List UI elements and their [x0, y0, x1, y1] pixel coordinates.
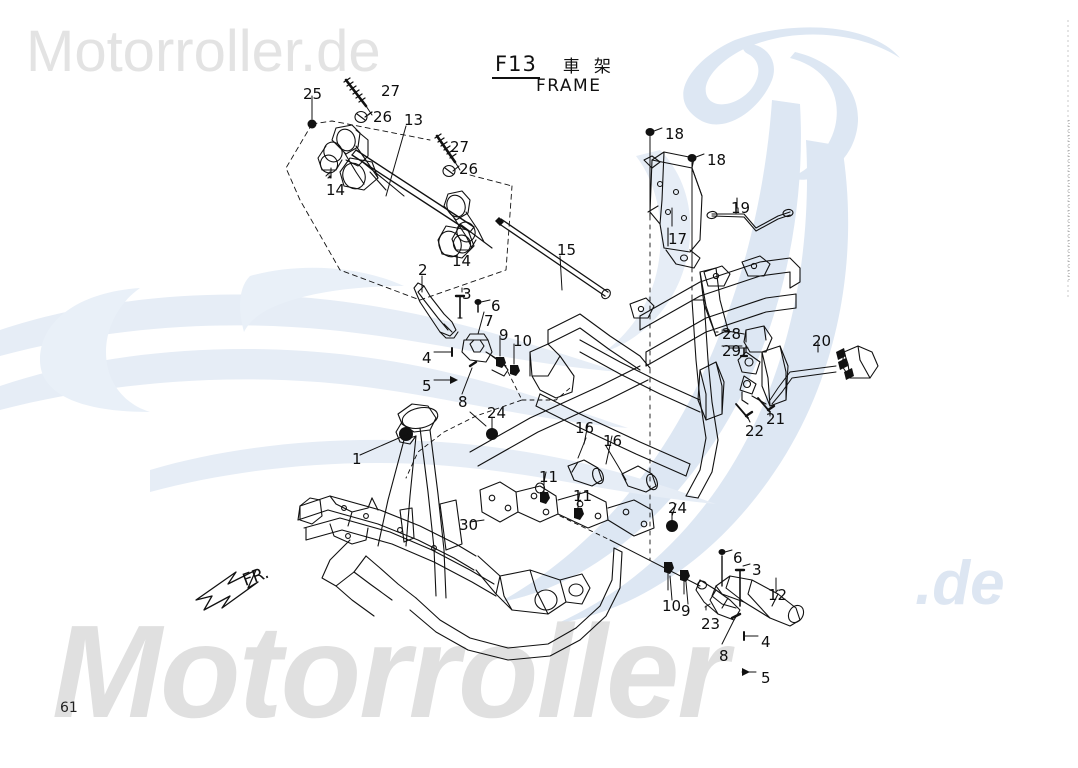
callout-number: 24	[668, 499, 688, 517]
callout-number: 17	[668, 230, 688, 248]
callout-number: 26	[373, 108, 393, 126]
callout-number: 16	[575, 419, 595, 437]
callout-number: 16	[603, 432, 623, 450]
page-title: F13 車架 FRAME	[492, 52, 625, 96]
callout-number: 10	[662, 597, 682, 615]
callout-number: 5	[761, 669, 771, 687]
callout-number: 18	[707, 151, 727, 169]
callout-number: 19	[731, 199, 751, 217]
callout-number: 8	[719, 647, 729, 665]
callout-number: 13	[404, 111, 424, 129]
callout-number: 4	[761, 633, 771, 651]
callout-number: 9	[499, 326, 509, 344]
callout-number: 10	[513, 332, 533, 350]
callout-number: 20	[812, 332, 832, 350]
callout-number: 29	[722, 342, 742, 360]
callout-number: 27	[381, 82, 401, 100]
callout-number: 8	[458, 393, 468, 411]
callout-number: 11	[573, 487, 593, 505]
callout-number: 6	[733, 549, 743, 567]
callout-number: 6	[491, 297, 501, 315]
page-number: 61	[60, 700, 78, 716]
callout-number: 2	[418, 261, 428, 279]
callout-number: 27	[450, 138, 470, 156]
callout-number: 7	[484, 312, 494, 330]
callout-number: 15	[557, 241, 577, 259]
callout-number: 28	[722, 325, 742, 343]
callout-number: 4	[422, 349, 432, 367]
title-code: F13	[492, 52, 540, 79]
callout-number: 24	[487, 404, 507, 422]
callout-number: 23	[701, 615, 721, 633]
callout-number: 5	[422, 377, 432, 395]
callout-number: 26	[459, 160, 479, 178]
callout-number: 14	[452, 252, 472, 270]
callout-number: 9	[681, 602, 691, 620]
callout-number: 21	[766, 410, 786, 428]
callout-number: 14	[326, 181, 346, 199]
callout-number: 30	[459, 516, 479, 534]
callout-number: 25	[303, 85, 323, 103]
callout-number: 11	[539, 468, 559, 486]
callout-number: 3	[752, 561, 762, 579]
callout-number: 1	[352, 450, 362, 468]
title-chinese: 車架	[562, 57, 625, 77]
callout-number: 18	[665, 125, 685, 143]
callout-number: 12	[768, 586, 788, 604]
callout-number: 22	[745, 422, 765, 440]
title-english: FRAME	[536, 76, 602, 96]
callout-number: 3	[462, 285, 472, 303]
